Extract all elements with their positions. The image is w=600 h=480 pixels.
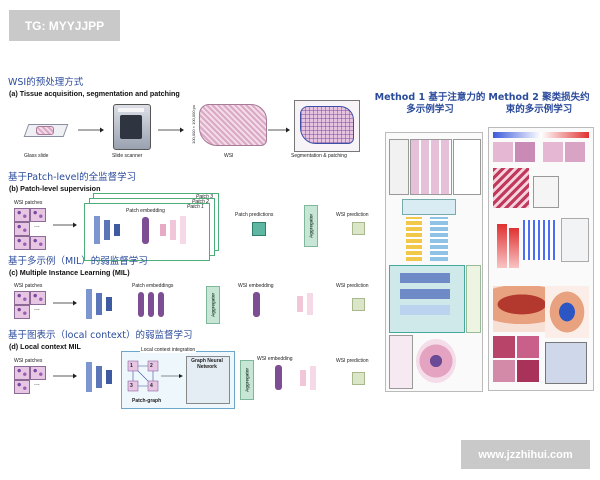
wsi-dimension-label: 100,000 × 100,000 px bbox=[190, 105, 196, 144]
c-patch-thumb bbox=[30, 291, 46, 305]
c-patches-label: WSI patches bbox=[14, 283, 43, 289]
arrow-icon bbox=[53, 222, 77, 228]
gnn-label: Graph Neural Network bbox=[191, 358, 223, 370]
embed-bar bbox=[104, 220, 110, 240]
node-1: 1 bbox=[130, 363, 133, 369]
arrow-icon bbox=[158, 127, 184, 133]
local-context-label: Local context integration bbox=[140, 347, 197, 353]
patch-grid-icon bbox=[300, 106, 354, 144]
wsi-label: WSI bbox=[224, 153, 234, 159]
patch-1-label: Patch 1 bbox=[187, 204, 204, 210]
c-embed-bar bbox=[106, 297, 112, 311]
b-patches-label: WSI patches bbox=[14, 200, 43, 206]
d-patch-thumb bbox=[30, 366, 46, 380]
embed-bar bbox=[114, 224, 120, 236]
scanner-icon bbox=[113, 104, 151, 150]
pred-bar bbox=[180, 216, 186, 244]
d-pred-bar bbox=[300, 370, 306, 386]
node-3: 3 bbox=[130, 383, 133, 389]
b-wsi-prediction-box bbox=[352, 222, 365, 235]
c-embedding-vector bbox=[158, 292, 164, 317]
c-embedding-vector bbox=[148, 292, 154, 317]
arrow-icon bbox=[53, 300, 77, 306]
b-patch-thumb bbox=[14, 208, 30, 222]
glass-slide-label: Glass slide bbox=[24, 153, 49, 159]
c-patch-thumb bbox=[14, 291, 30, 305]
segmentation-label: Segmentation & patching bbox=[291, 153, 347, 159]
d-pred-bar bbox=[310, 366, 316, 390]
d-embed-bar bbox=[106, 370, 112, 384]
method-2-title: Method 2 聚类损失约束的多示例学习 bbox=[488, 92, 590, 115]
d-wsi-embedding-vector bbox=[275, 365, 282, 390]
d-patch-thumb bbox=[14, 366, 30, 380]
method-1-title: Method 1 基于注意力的多示例学习 bbox=[374, 92, 486, 115]
c-pred-bar bbox=[297, 296, 303, 312]
pred-bar bbox=[160, 224, 166, 236]
wsi-image bbox=[199, 104, 267, 146]
d-dots: ... bbox=[34, 380, 40, 387]
glass-slide-tissue bbox=[36, 126, 54, 135]
c-embedding-vector bbox=[138, 292, 144, 317]
d-wsi-embedding-label: WSI embedding bbox=[257, 356, 293, 362]
node-2: 2 bbox=[150, 363, 153, 369]
d-wsi-prediction-label: WSI prediction bbox=[336, 358, 369, 364]
b-patch-thumb bbox=[30, 208, 46, 222]
patch-graph-label: Patch-graph bbox=[132, 398, 162, 404]
section-a-title: (a) Tissue acquisition, segmentation and… bbox=[9, 89, 180, 98]
d-embed-bar bbox=[86, 362, 92, 392]
arrow-icon bbox=[78, 127, 104, 133]
c-embed-bar bbox=[86, 289, 92, 319]
patch-predictions-label: Patch predictions bbox=[235, 212, 274, 218]
c-embed-bar bbox=[96, 293, 102, 315]
section-d-title: (d) Local context MIL bbox=[9, 342, 81, 351]
section-b-title: (b) Patch-level supervision bbox=[9, 184, 101, 193]
patch-graph-icon bbox=[127, 360, 183, 392]
section-c-title: (c) Multiple Instance Learning (MIL) bbox=[9, 268, 130, 277]
d-patch-thumb bbox=[14, 380, 30, 394]
b-patch-thumb bbox=[14, 236, 30, 250]
patch-3-label: Patch 3 bbox=[196, 194, 213, 200]
title-mil: 基于多示例（MIL）的弱监督学习 bbox=[8, 256, 148, 267]
embed-bar bbox=[94, 216, 100, 244]
d-aggregator: Aggregator bbox=[240, 360, 254, 400]
c-wsi-prediction-label: WSI prediction bbox=[336, 283, 369, 289]
title-patch-level: 基于Patch-level的全监督学习 bbox=[8, 172, 137, 183]
embedding-vector bbox=[142, 217, 149, 244]
c-pred-bar bbox=[307, 293, 313, 315]
c-dots: ... bbox=[34, 305, 40, 312]
patch-2-label: Patch 2 bbox=[192, 199, 209, 205]
scanner-label: Slide scanner bbox=[112, 153, 143, 159]
d-wsi-prediction-box bbox=[352, 372, 365, 385]
arrow-icon bbox=[268, 127, 290, 133]
d-patches-label: WSI patches bbox=[14, 358, 43, 364]
watermark-bottom: www.jzzhihui.com bbox=[461, 440, 590, 469]
patch-prediction-cube bbox=[252, 222, 266, 236]
b-patch-thumb bbox=[30, 236, 46, 250]
c-wsi-prediction-box bbox=[352, 298, 365, 311]
title-wsi-preprocessing: WSI的预处理方式 bbox=[8, 77, 84, 88]
arrow-icon bbox=[53, 373, 77, 379]
node-4: 4 bbox=[150, 383, 153, 389]
b-patch-thumb bbox=[14, 222, 30, 236]
d-embed-bar bbox=[96, 366, 102, 388]
b-wsi-prediction-label: WSI prediction bbox=[336, 212, 369, 218]
c-aggregator: Aggregator bbox=[206, 286, 220, 324]
b-patch-embedding-label: Patch embedding bbox=[126, 208, 165, 214]
b-dots: ... bbox=[34, 222, 40, 229]
watermark-top: TG: MYYJJPP bbox=[9, 10, 120, 41]
gnn-box bbox=[186, 356, 230, 404]
c-patch-thumb bbox=[14, 305, 30, 319]
method-1-figure bbox=[385, 132, 483, 392]
c-wsi-embedding-label: WSI embedding bbox=[238, 283, 274, 289]
pred-bar bbox=[170, 220, 176, 240]
title-graph: 基于图表示（local context）的弱监督学习 bbox=[8, 330, 193, 341]
method-2-figure bbox=[488, 127, 594, 391]
c-embeddings-label: Patch embeddings bbox=[132, 283, 174, 289]
b-aggregator: Aggregator bbox=[304, 205, 318, 247]
c-wsi-embedding-vector bbox=[253, 292, 260, 317]
